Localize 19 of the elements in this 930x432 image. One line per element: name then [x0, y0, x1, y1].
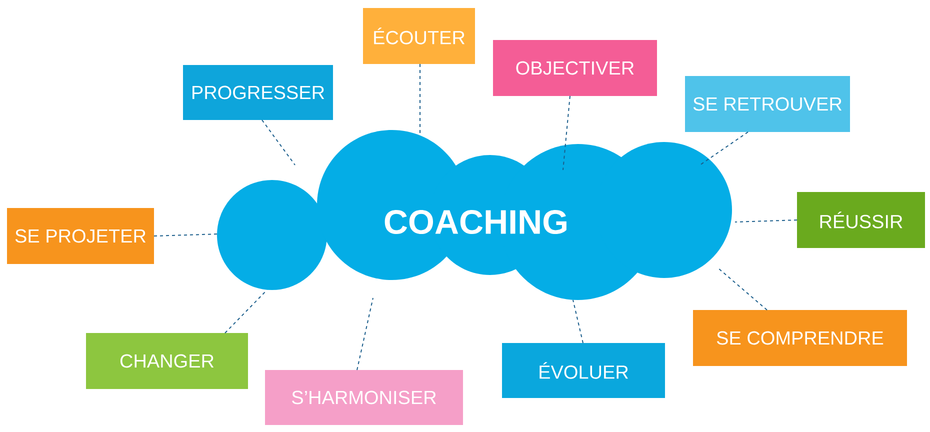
- label-box: OBJECTIVER: [493, 40, 657, 96]
- dashed-connector: [224, 292, 266, 334]
- label-box: PROGRESSER: [183, 65, 333, 120]
- label-box: ÉCOUTER: [363, 8, 475, 64]
- label-box: S’HARMONISER: [265, 370, 463, 425]
- dashed-connector: [562, 96, 570, 170]
- dashed-connector: [154, 234, 218, 236]
- label-box: SE RETROUVER: [685, 76, 850, 132]
- dashed-connector: [572, 300, 584, 344]
- dashed-connector: [356, 298, 374, 370]
- label-box: ÉVOLUER: [502, 343, 665, 398]
- label-box: RÉUSSIR: [797, 192, 925, 248]
- dashed-connector: [734, 220, 798, 222]
- label-box: CHANGER: [86, 333, 248, 389]
- dashed-connector: [262, 120, 296, 166]
- label-box: SE PROJETER: [7, 208, 154, 264]
- dashed-connector: [700, 132, 748, 166]
- dashed-connector: [718, 268, 768, 310]
- label-box: SE COMPRENDRE: [693, 310, 907, 366]
